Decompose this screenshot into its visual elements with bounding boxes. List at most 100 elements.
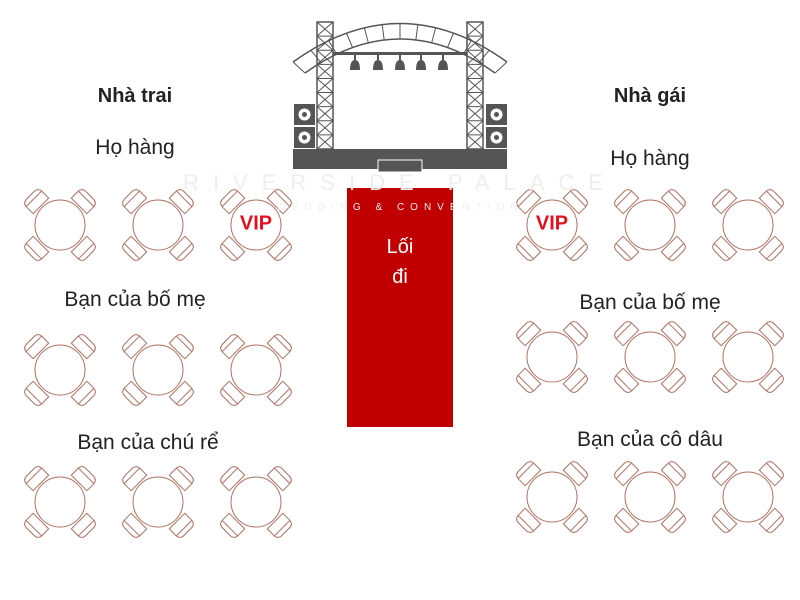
chair-icon bbox=[266, 235, 292, 261]
groom-section-groom-friends: Bạn của chú rể bbox=[77, 431, 219, 454]
table-top bbox=[34, 476, 86, 528]
spotlight-icon bbox=[416, 60, 426, 70]
bride-section-parents-friends: Bạn của bố mẹ bbox=[579, 291, 721, 314]
chair-icon bbox=[758, 461, 784, 487]
table bbox=[712, 189, 784, 261]
chair-icon bbox=[614, 367, 640, 393]
chair-icon bbox=[660, 189, 686, 215]
aisle: Lối đi bbox=[347, 188, 453, 427]
table bbox=[220, 334, 292, 406]
chair-icon bbox=[562, 507, 588, 533]
chair-icon bbox=[712, 321, 738, 347]
table-top bbox=[722, 331, 774, 383]
chair-icon bbox=[660, 507, 686, 533]
table-top bbox=[230, 199, 282, 251]
table bbox=[516, 321, 588, 393]
table-top bbox=[526, 471, 578, 523]
chair-icon bbox=[516, 507, 542, 533]
chair-icon bbox=[562, 461, 588, 487]
chair-icon bbox=[220, 334, 246, 360]
chair-icon bbox=[562, 189, 588, 215]
chair-icon bbox=[122, 235, 148, 261]
chair-icon bbox=[562, 367, 588, 393]
chair-icon bbox=[122, 512, 148, 538]
chair-icon bbox=[266, 334, 292, 360]
chair-icon bbox=[70, 512, 96, 538]
chair-icon bbox=[712, 235, 738, 261]
chair-icon bbox=[70, 235, 96, 261]
chair-icon bbox=[660, 321, 686, 347]
table-top bbox=[526, 199, 578, 251]
chair-icon bbox=[266, 512, 292, 538]
chair-icon bbox=[614, 321, 640, 347]
chair-icon bbox=[70, 334, 96, 360]
groom-section-relatives: Họ hàng bbox=[95, 136, 175, 159]
table bbox=[614, 189, 686, 261]
chair-icon bbox=[712, 461, 738, 487]
chair-icon bbox=[516, 367, 542, 393]
spotlight-icon bbox=[395, 60, 405, 70]
chair-icon bbox=[168, 189, 194, 215]
chair-icon bbox=[266, 466, 292, 492]
vip-label-bride: VIP bbox=[535, 212, 569, 235]
chair-icon bbox=[168, 334, 194, 360]
table-top bbox=[230, 344, 282, 396]
table-top bbox=[526, 331, 578, 383]
groom-section-parents-friends: Bạn của bố mẹ bbox=[64, 288, 206, 311]
chair-icon bbox=[122, 466, 148, 492]
groom-side-title: Nhà trai bbox=[97, 85, 173, 107]
chair-icon bbox=[168, 466, 194, 492]
table bbox=[614, 461, 686, 533]
chair-icon bbox=[24, 512, 50, 538]
table-top bbox=[132, 344, 184, 396]
stage-platform bbox=[293, 149, 507, 169]
table-top bbox=[722, 199, 774, 251]
table-top bbox=[624, 199, 676, 251]
table-top bbox=[132, 199, 184, 251]
chair-icon bbox=[758, 235, 784, 261]
table-top bbox=[722, 471, 774, 523]
truss-tower-left bbox=[316, 21, 334, 150]
chair-icon bbox=[758, 321, 784, 347]
chair-icon bbox=[220, 235, 246, 261]
chair-icon bbox=[24, 466, 50, 492]
chair-icon bbox=[614, 507, 640, 533]
chair-icon bbox=[24, 380, 50, 406]
chair-icon bbox=[562, 235, 588, 261]
chair-icon bbox=[516, 189, 542, 215]
chair-icon bbox=[614, 189, 640, 215]
chair-icon bbox=[220, 189, 246, 215]
chair-icon bbox=[614, 235, 640, 261]
table bbox=[122, 334, 194, 406]
watermark-subtitle: WEDDING & CONVENTION bbox=[276, 202, 524, 213]
aisle-label-line1: Lối bbox=[386, 236, 414, 258]
bride-section-relatives: Họ hàng bbox=[610, 147, 690, 170]
chair-icon bbox=[614, 461, 640, 487]
table bbox=[122, 466, 194, 538]
chair-icon bbox=[24, 189, 50, 215]
chair-icon bbox=[122, 334, 148, 360]
chair-icon bbox=[70, 466, 96, 492]
stage-step bbox=[377, 159, 423, 173]
chair-icon bbox=[758, 507, 784, 533]
table bbox=[24, 189, 96, 261]
chair-icon bbox=[70, 189, 96, 215]
chair-icon bbox=[220, 380, 246, 406]
chair-icon bbox=[712, 367, 738, 393]
bride-side-title: Nhà gái bbox=[613, 85, 687, 107]
chair-icon bbox=[516, 235, 542, 261]
table bbox=[712, 461, 784, 533]
chair-icon bbox=[660, 367, 686, 393]
table bbox=[614, 321, 686, 393]
chair-icon bbox=[758, 189, 784, 215]
chair-icon bbox=[122, 380, 148, 406]
table-top bbox=[34, 199, 86, 251]
chair-icon bbox=[712, 507, 738, 533]
chair-icon bbox=[24, 334, 50, 360]
chair-icon bbox=[220, 466, 246, 492]
chair-icon bbox=[758, 367, 784, 393]
chair-icon bbox=[562, 321, 588, 347]
table bbox=[122, 189, 194, 261]
